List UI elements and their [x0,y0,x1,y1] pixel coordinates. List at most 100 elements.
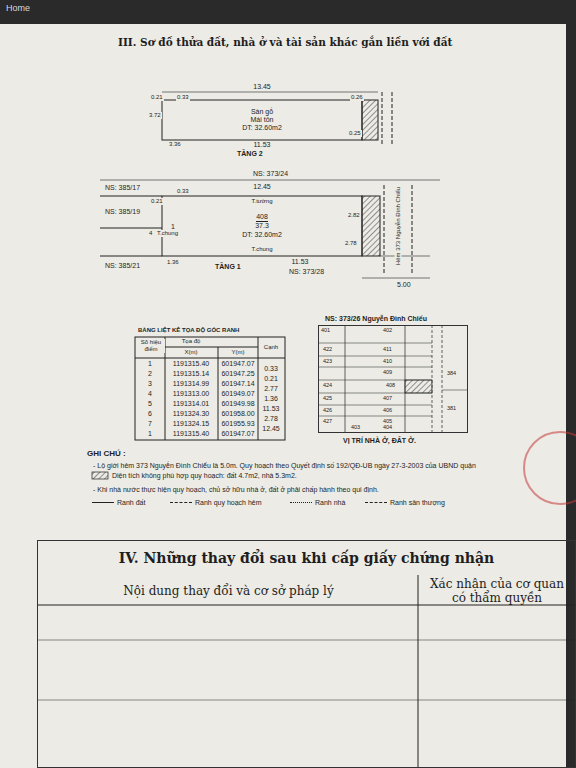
node-text: Mái tôn [251,116,274,124]
table-cell: 601949.07 [220,390,255,398]
plan-label: 424 [322,382,333,388]
plan-label: Tọa độ [181,338,202,345]
table-cell: 0.33 [263,365,279,373]
table-cell: 1191315.14 [172,370,210,378]
plan-label: 4 [148,230,153,237]
plan-label: GHI CHÚ : [86,449,127,458]
table-cell: 1191324.30 [172,410,210,418]
plan-label: 2.78 [344,240,358,247]
plan-label: 426 [322,407,333,413]
plan-label: 3.72 [148,112,162,119]
plan-label: T.chung [156,230,179,237]
plan-label: 408 [385,382,396,388]
plan-label: 407 [382,395,393,401]
plan-label: X(m) [184,349,199,356]
plan-label: 0.33 [176,94,190,101]
legend-item: Ranh đất [92,499,145,506]
plan-label: NS: 373/24 [252,170,289,178]
node-text: 408 [256,213,268,222]
paper-sheet [0,24,566,768]
table-header-cell: Nội dung thay đổi và cơ sở pháp lý [38,576,419,606]
document-heading: III. Sơ đồ thửa đất, nhà ở và tài sản kh… [118,36,452,48]
plan-label: 0.25 [348,130,362,137]
plan-label: BẢNG LIỆT KÊ TỌA ĐỘ GÓC RANH [137,327,240,334]
plan-label: 11.53 [253,141,272,149]
table-cell: 1191313.00 [172,390,210,398]
plan-label: 0.21 [150,94,164,101]
plan-label: 2.82 [347,212,361,219]
table-cell: 5 [147,400,153,408]
node-text: NS: 373/26 Nguyễn Đình Chiểu [325,315,427,322]
node-text: 37.3 [255,222,269,230]
table-cell: 1 [147,430,153,438]
legend-text: Diện tích không phù hợp quy hoạch: đất 4… [112,472,297,479]
legend-line-sample [170,502,192,503]
plan-label: 423 [322,358,333,364]
plan-label: 422 [322,346,333,352]
table-cell: 601949.98 [220,400,255,408]
location-map: NS: 373/26 Nguyễn Đình ChiểuVỊ TRÍ NHÀ Ở… [318,325,468,433]
plan-label: 12.45 [252,183,272,191]
plan-label: 402 [382,327,393,333]
table-cell: 2.78 [263,415,279,423]
plan-label: - Lộ giới hẻm 373 Nguyễn Đình Chiểu là 5… [92,462,477,470]
plan-label: 410 [382,358,393,364]
plan-label: 11.53 [291,258,310,266]
plan-label: NS: 385/17 [104,184,141,192]
table-cell: 12.45 [261,425,281,433]
legend-text: Ranh quy hoạch hẻm [195,499,262,506]
table-cell: 601947.07 [220,430,255,438]
floor-plan: Sàn gỗMái tônDT: 32.60m2 [162,100,362,140]
plan-label: Hẻm 373 Nguyễn Đình Chiểu [395,186,402,266]
plan-label: 1.36 [166,259,180,266]
node-text: DT: 32.60m2 [242,231,282,239]
table-cell: 1191314.99 [172,380,210,388]
plan-label: 411 [382,346,393,352]
table-cell: 7 [147,420,153,428]
plan-label: 0.33 [176,188,190,195]
legend-item: Ranh nhà [290,499,345,506]
legend-line-sample [290,502,312,503]
plan-label: 0.21 [150,198,164,205]
plan-label: NS: 385/19 [104,208,141,216]
table-cell: 6 [147,410,153,418]
table-cell: 1191314.01 [172,400,210,408]
table-cell: 3 [147,380,153,388]
table-cell: 4 [147,390,153,398]
table-cell: 0.21 [263,375,279,383]
legend-item: Ranh quy hoạch hẻm [170,499,262,506]
plan-label: Y(m) [231,349,246,356]
table-cell: 1191315.40 [172,430,210,438]
legend-item: Ranh sân thượng [365,499,445,506]
node-text: Nội dung thay đổi và cơ sở pháp lý [123,584,333,598]
node-text: IV. Những thay đổi sau khi cấp giấy chứn… [38,550,575,566]
plan-label: 406 [382,407,393,413]
plan-label: TẦNG 2 [236,150,264,158]
plan-label: NS: 385/21 [104,262,141,270]
table-cell: 2.77 [263,385,279,393]
plan-label: 427 [322,418,333,424]
table-cell: 2 [147,370,153,378]
table-cell: 601947.25 [220,370,255,378]
plan-label: Số hiệu điểm [137,339,165,353]
node-text: VỊ TRÍ NHÀ Ở, ĐẤT Ở. [343,437,416,444]
plan-label: 3.36 [168,141,182,148]
table-cell: 1191315.40 [172,360,210,368]
node-text: Xác nhận của cơ quan có thẩm quyền [425,577,569,605]
table-cell: 1 [147,360,153,368]
plan-label: 403 [350,424,361,430]
legend-item: Diện tích không phù hợp quy hoạch: đất 4… [112,472,297,479]
legend-text: Ranh nhà [315,499,345,506]
plan-label: T.chung [250,246,273,253]
legend-line-sample [365,502,387,503]
table-cell: 601955.93 [220,420,255,428]
plan-label: 5.00 [396,281,412,289]
table-cell: 601947.07 [220,360,255,368]
legend-text: Ranh đất [117,499,145,506]
plan-label: 409 [382,369,393,375]
node-text: DT: 32.60m2 [242,124,282,132]
node-text: Sàn gỗ [251,108,273,116]
plan-label: T.tường [251,198,274,205]
plan-label: 384 [446,370,457,376]
